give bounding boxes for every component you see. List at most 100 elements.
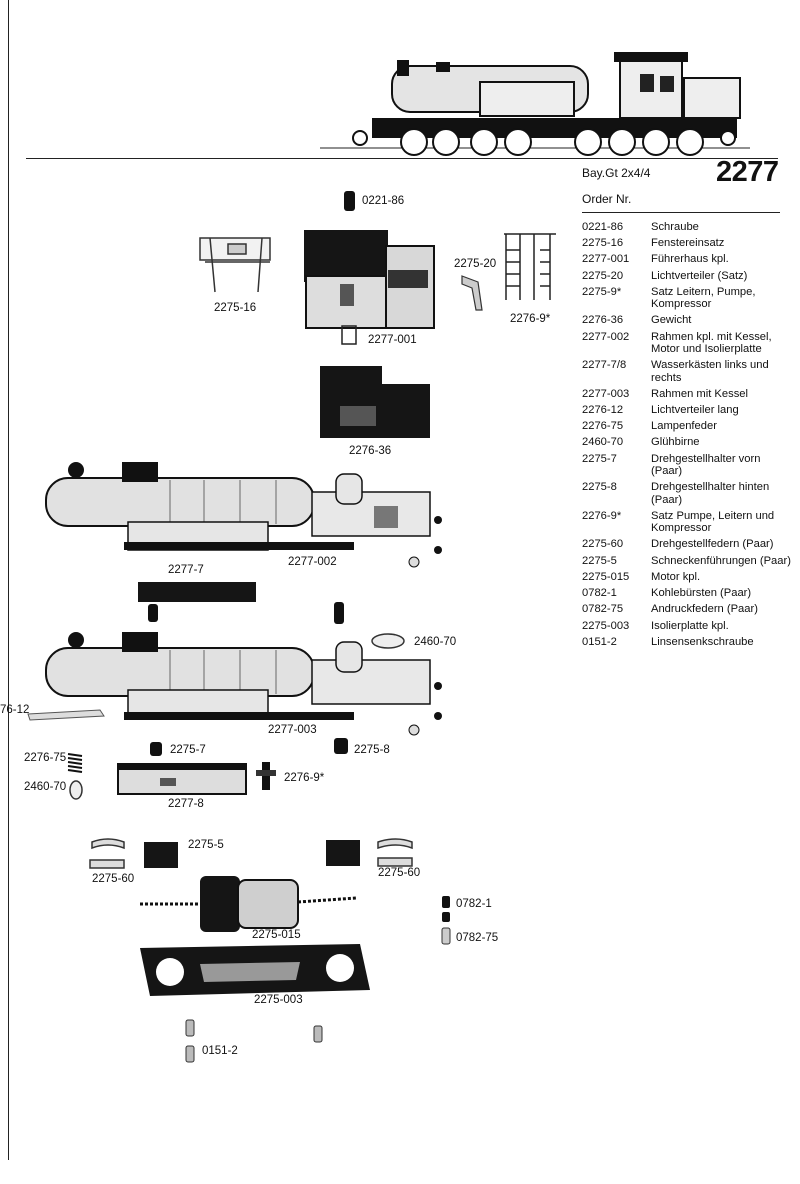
- part-description: Isolierplatte kpl.: [651, 619, 729, 632]
- order-row: 2275-16 Fenstereinsatz: [582, 237, 792, 249]
- weight-part: [320, 366, 430, 438]
- order-row: 2275-20 Lichtverteiler (Satz): [582, 270, 792, 282]
- frame-boiler-lower-part: [45, 632, 442, 736]
- label-2277-003: 2277-003: [268, 724, 317, 736]
- order-row: 2275-7 Drehgestellhalter vorn (Paar): [582, 453, 792, 478]
- part-description: Rahmen mit Kessel: [651, 387, 748, 400]
- countersunk-screw-part: [185, 1019, 195, 1037]
- label-2275-015: 2275-015: [252, 929, 301, 941]
- part-description: Satz Pumpe, Leitern und Kompressor: [651, 509, 775, 535]
- order-number: 2275-8: [582, 481, 617, 494]
- order-number: 2275-20: [582, 269, 624, 282]
- label-2277-001: 2277-001: [368, 334, 417, 346]
- bogie-holder-front-part: [150, 742, 162, 756]
- order-number: 2277-7/8: [582, 359, 627, 372]
- part-description: Drehgestellhalter hinten (Paar): [651, 481, 770, 506]
- part-description: Wasserkästen links und rechts: [651, 359, 769, 384]
- label-2275-5: 2275-5: [188, 839, 224, 851]
- part-description: Lichtverteiler (Satz): [651, 269, 748, 282]
- order-list-divider: [582, 212, 780, 213]
- label-2275-8: 2275-8: [354, 744, 390, 756]
- header-frame: [26, 10, 778, 159]
- order-row: 2275-9*Satz Leitern, Pumpe, Kompressor: [582, 286, 792, 311]
- order-number: 2275-5: [582, 554, 617, 567]
- light-distributor-part: [461, 275, 483, 311]
- motor-part: [140, 876, 357, 932]
- label-2275-16: 2275-16: [214, 302, 257, 314]
- order-parts-list: 0221-86 Schraube 2275-16 Fenstereinsatz 2277…: [582, 221, 792, 652]
- order-number: 0221-86: [582, 221, 624, 233]
- order-number: 2277-002: [582, 330, 630, 343]
- countersunk-screw-part-2: [313, 1025, 323, 1043]
- ladder-set-part: [504, 233, 556, 300]
- label-2277-8: 2277-8: [168, 798, 204, 810]
- bulb-lower-part: [69, 780, 83, 800]
- part-description: Lichtverteiler lang: [651, 404, 739, 417]
- part-description: Lampenfeder: [651, 420, 717, 433]
- pressure-spring-part: [441, 927, 451, 945]
- frame-boiler-upper-part: [45, 462, 442, 568]
- page-margin-rule: [8, 0, 9, 1160]
- part-description: Satz Leitern, Pumpe, Kompressor: [651, 285, 756, 311]
- long-light-distributor-part: [27, 709, 105, 721]
- pump-compressor-part: [256, 762, 276, 790]
- label-0782-75: 0782-75: [456, 932, 499, 944]
- label-2275-7: 2275-7: [170, 744, 206, 756]
- worm-guide-right-part: [326, 840, 360, 866]
- order-number: 0782-75: [582, 603, 624, 616]
- water-tank-left-part: [138, 582, 344, 624]
- label-2460-70-b: 2460-70: [24, 781, 67, 793]
- label-2275-60-a: 2275-60: [92, 873, 135, 885]
- part-description: Schraube: [651, 221, 699, 233]
- label-2276-9-b: 2276-9*: [284, 772, 325, 784]
- part-description: Schneckenführungen (Paar): [651, 554, 791, 567]
- order-number: 2276-12: [582, 404, 624, 417]
- order-list-title: Order Nr.: [582, 192, 632, 206]
- carbon-brush-part: [442, 896, 450, 908]
- order-number: 2275-015: [582, 570, 630, 583]
- carbon-brush-part-2: [442, 912, 450, 922]
- label-2460-70-a: 2460-70: [414, 636, 457, 648]
- label-0151-2: 0151-2: [202, 1045, 238, 1057]
- part-description: Drehgestellfedern (Paar): [651, 538, 774, 551]
- order-number: 2275-16: [582, 237, 624, 250]
- label-2276-12: 76-12: [0, 704, 30, 716]
- order-row: 2275-5 Schneckenführungen (Paar): [582, 555, 792, 567]
- order-row: 2277-003 Rahmen mit Kessel: [582, 388, 792, 400]
- order-row: 2275-015 Motor kpl.: [582, 571, 792, 583]
- order-number: 2275-7: [582, 452, 617, 465]
- order-number: 2276-9*: [582, 509, 622, 522]
- part-description: Motor kpl.: [651, 570, 701, 583]
- part-description: Glühbirne: [651, 436, 700, 449]
- order-number: 0782-1: [582, 587, 617, 600]
- order-number: 2277-003: [582, 387, 630, 400]
- insulating-plate-part: [140, 944, 370, 996]
- label-2275-60-b: 2275-60: [378, 867, 421, 879]
- window-insert-part: [199, 237, 271, 293]
- countersunk-screw-part-3: [185, 1045, 195, 1063]
- part-description: Fenstereinsatz: [651, 237, 725, 250]
- header-locomotive-image: [320, 52, 750, 156]
- order-number: 2276-36: [582, 314, 624, 327]
- model-number: 2277: [716, 156, 779, 188]
- order-row: 2275-8 Drehgestellhalter hinten (Paar): [582, 481, 792, 506]
- bulb-part: [371, 633, 405, 649]
- order-number: 2277-001: [582, 253, 630, 266]
- label-2277-7: 2277-7: [168, 564, 204, 576]
- label-2276-36: 2276-36: [349, 445, 392, 457]
- label-0782-1: 0782-1: [456, 898, 492, 910]
- part-description: Andruckfedern (Paar): [651, 603, 758, 616]
- model-subtitle: Bay.Gt 2x4/4: [582, 166, 651, 180]
- bogie-spring-left-part: [89, 838, 125, 869]
- order-number: 2275-003: [582, 619, 630, 632]
- order-number: 0151-2: [582, 635, 617, 648]
- part-description: Drehgestellhalter vorn (Paar): [651, 452, 761, 478]
- label-2276-9-a: 2276-9*: [510, 313, 551, 325]
